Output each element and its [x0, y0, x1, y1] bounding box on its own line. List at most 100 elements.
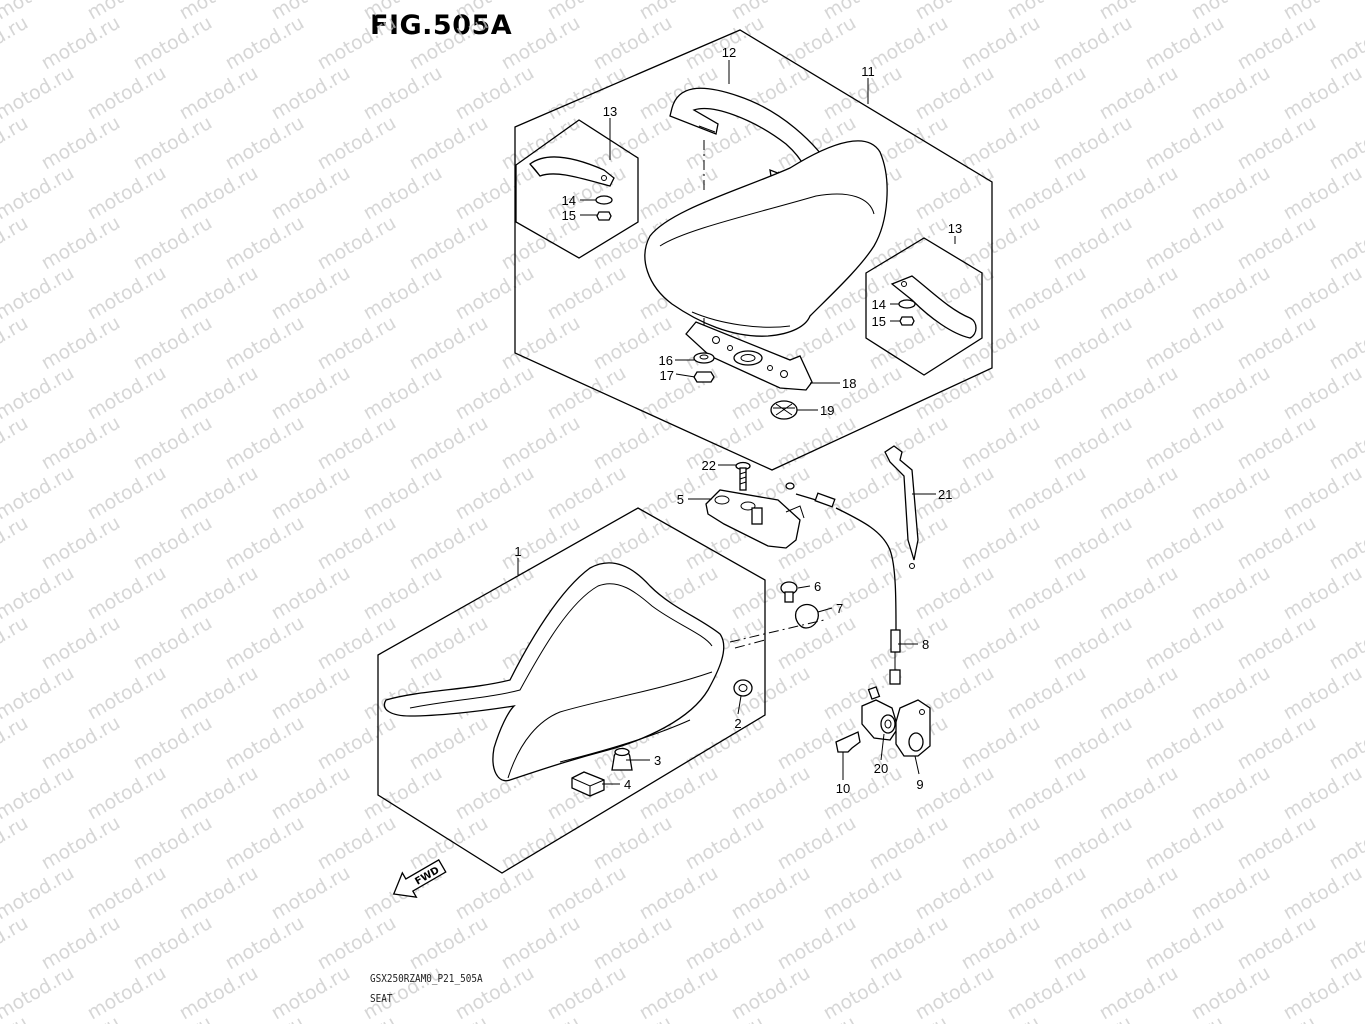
- callout-22: 22: [702, 458, 716, 473]
- seat-hook-line: [729, 619, 825, 643]
- screw-22: [735, 461, 751, 491]
- watermark-text: motod.ru: [636, 862, 722, 925]
- watermark-text: motod.ru: [130, 712, 216, 775]
- watermark-text: motod.ru: [866, 812, 952, 875]
- watermark-text: motod.ru: [1234, 512, 1320, 575]
- watermark-text: motod.ru: [1326, 312, 1365, 375]
- watermark-text: motod.ru: [38, 212, 124, 275]
- watermark-text: motod.ru: [1004, 462, 1090, 525]
- watermark-text: motod.ru: [0, 812, 32, 875]
- watermark-text: motod.ru: [130, 312, 216, 375]
- watermark-text: motod.ru: [452, 262, 538, 325]
- callout-20: 20: [874, 761, 888, 776]
- watermark-text: motod.ru: [1142, 712, 1228, 775]
- watermark-text: motod.ru: [1234, 1012, 1320, 1024]
- watermark-text: motod.ru: [682, 1012, 768, 1024]
- callout-13a: 13: [603, 104, 617, 119]
- washer-16: [693, 352, 715, 364]
- strap-13-left: [529, 156, 615, 187]
- watermark-text: motod.ru: [1004, 762, 1090, 825]
- watermark-text: motod.ru: [866, 912, 952, 975]
- watermark-text: motod.ru: [222, 12, 308, 75]
- watermark-text: motod.ru: [1004, 862, 1090, 925]
- watermark-text: motod.ru: [0, 462, 78, 525]
- watermark-text: motod.ru: [0, 362, 78, 425]
- watermark-text: motod.ru: [268, 462, 354, 525]
- watermark-text: motod.ru: [1280, 662, 1365, 725]
- watermark-text: motod.ru: [1050, 712, 1136, 775]
- watermark-text: motod.ru: [314, 512, 400, 575]
- watermark-text: motod.ru: [866, 1012, 952, 1024]
- watermark-text: motod.ru: [912, 162, 998, 225]
- watermark-text: motod.ru: [544, 262, 630, 325]
- watermark-text: motod.ru: [222, 712, 308, 775]
- watermark-text: motod.ru: [1050, 812, 1136, 875]
- watermark-text: motod.ru: [1050, 12, 1136, 75]
- watermark-text: motod.ru: [452, 62, 538, 125]
- watermark-text: motod.ru: [1188, 162, 1274, 225]
- watermark-text: motod.ru: [912, 62, 998, 125]
- watermark-text: motod.ru: [1326, 712, 1365, 775]
- watermark-text: motod.ru: [1326, 912, 1365, 975]
- watermark-text: motod.ru: [820, 862, 906, 925]
- watermark-text: motod.ru: [38, 512, 124, 575]
- watermark-text: motod.ru: [268, 62, 354, 125]
- watermark-text: motod.ru: [912, 862, 998, 925]
- watermark-text: motod.ru: [38, 112, 124, 175]
- watermark-text: motod.ru: [222, 112, 308, 175]
- watermark-text: motod.ru: [498, 912, 584, 975]
- watermark-text: motod.ru: [1326, 512, 1365, 575]
- watermark-text: motod.ru: [1188, 862, 1274, 925]
- watermark-text: motod.ru: [544, 962, 630, 1024]
- watermark-text: motod.ru: [1280, 462, 1365, 525]
- watermark-text: motod.ru: [268, 362, 354, 425]
- callout-3: 3: [654, 753, 661, 768]
- watermark-text: motod.ru: [1050, 1012, 1136, 1024]
- watermark-text: motod.ru: [84, 762, 170, 825]
- watermark-text: motod.ru: [38, 1012, 124, 1024]
- callout-14a: 14: [562, 193, 576, 208]
- watermark-text: motod.ru: [452, 162, 538, 225]
- cushion-3: [611, 747, 633, 771]
- watermark-text: motod.ru: [268, 762, 354, 825]
- seat-bracket-plate: [685, 321, 813, 391]
- watermark-text: motod.ru: [84, 662, 170, 725]
- watermark-text: motod.ru: [1096, 62, 1182, 125]
- watermark-text: motod.ru: [406, 1012, 492, 1024]
- rider-seat: [383, 562, 725, 782]
- cable-tie-21: [884, 445, 919, 561]
- watermark-text: motod.ru: [820, 962, 906, 1024]
- watermark-text: motod.ru: [0, 612, 32, 675]
- watermark-text: motod.ru: [1096, 662, 1182, 725]
- watermark-text: motod.ru: [84, 462, 170, 525]
- watermark-text: motod.ru: [1188, 462, 1274, 525]
- lower-assembly-frame: [377, 507, 766, 874]
- watermark-text: motod.ru: [268, 262, 354, 325]
- watermark-text: motod.ru: [912, 962, 998, 1024]
- watermark-text: motod.ru: [1142, 312, 1228, 375]
- watermark-text: motod.ru: [1050, 912, 1136, 975]
- washer-14-left: [595, 195, 613, 205]
- watermark-text: motod.ru: [1050, 312, 1136, 375]
- watermark-text: motod.ru: [406, 512, 492, 575]
- watermark-text: motod.ru: [1188, 362, 1274, 425]
- watermark-text: motod.ru: [176, 362, 262, 425]
- callout-8: 8: [922, 637, 929, 652]
- watermark-text: motod.ru: [958, 812, 1044, 875]
- watermark-text: motod.ru: [406, 312, 492, 375]
- watermark-text: motod.ru: [222, 212, 308, 275]
- watermark-text: motod.ru: [728, 862, 814, 925]
- watermark-text: motod.ru: [314, 912, 400, 975]
- watermark-text: motod.ru: [1050, 512, 1136, 575]
- watermark-text: motod.ru: [590, 12, 676, 75]
- watermark-text: motod.ru: [774, 12, 860, 75]
- watermark-text: motod.ru: [222, 312, 308, 375]
- watermark-text: motod.ru: [0, 112, 32, 175]
- watermark-text: motod.ru: [360, 162, 446, 225]
- watermark-text: motod.ru: [130, 1012, 216, 1024]
- watermark-text: motod.ru: [774, 912, 860, 975]
- watermark-text: motod.ru: [406, 12, 492, 75]
- watermark-text: motod.ru: [268, 862, 354, 925]
- watermark-text: motod.ru: [130, 912, 216, 975]
- watermark-text: motod.ru: [958, 412, 1044, 475]
